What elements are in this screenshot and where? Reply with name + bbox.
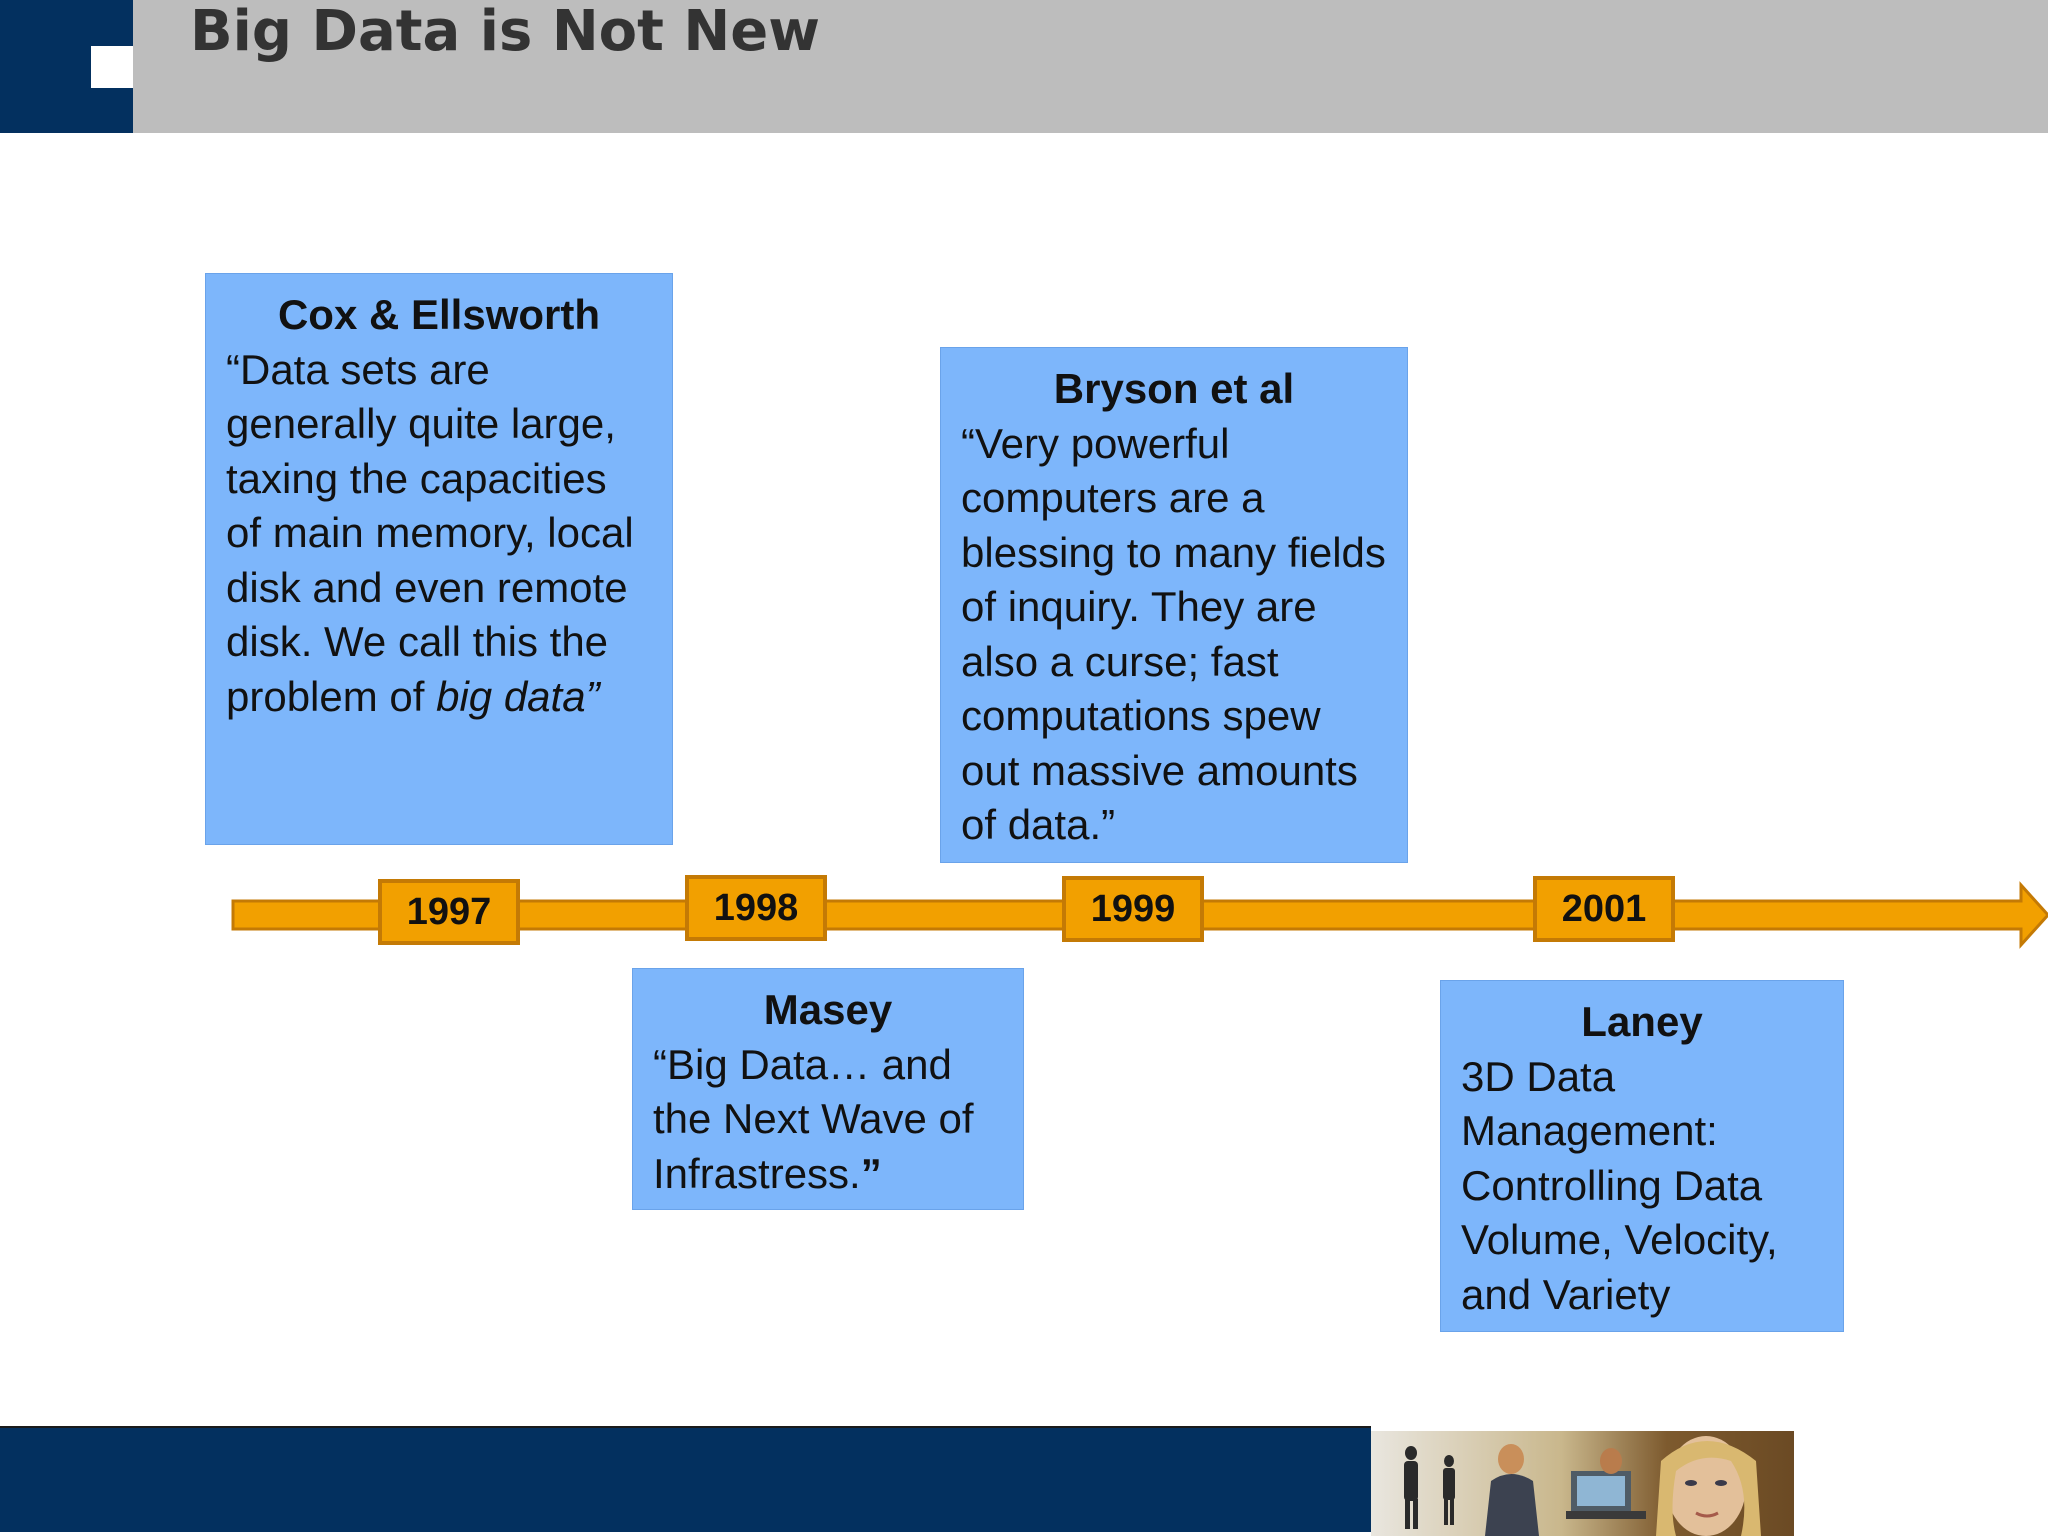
event-author: Bryson et al bbox=[1053, 365, 1295, 412]
event-author: Cox & Ellsworth bbox=[277, 291, 601, 338]
header-logo-block bbox=[0, 0, 133, 133]
year-marker-1998: 1998 bbox=[685, 875, 827, 941]
slide-title: Big Data is Not New bbox=[190, 0, 820, 64]
office-workers-photo-icon bbox=[1371, 1431, 1794, 1536]
event-quote-text: “Data sets are generally quite large, ta… bbox=[226, 345, 634, 720]
event-quote: “Very powerful computers are a blessing … bbox=[961, 419, 1386, 849]
event-quote: 3D Data Management: Controlling Data Vol… bbox=[1461, 1052, 1778, 1318]
event-quote-text: “Big Data… and the Next Wave of Infrastr… bbox=[653, 1040, 974, 1197]
event-masey: Masey “Big Data… and the Next Wave of In… bbox=[632, 968, 1024, 1210]
event-quote-end: ” bbox=[860, 1149, 882, 1197]
footer-bar bbox=[0, 1426, 1371, 1532]
header-bar bbox=[0, 0, 2048, 133]
event-laney: Laney 3D Data Management: Controlling Da… bbox=[1440, 980, 1844, 1332]
header-logo-notch bbox=[91, 46, 133, 88]
year-marker-1997: 1997 bbox=[378, 879, 520, 945]
event-quote: “Big Data… and the Next Wave of Infrastr… bbox=[653, 1038, 1003, 1202]
event-author: Masey bbox=[763, 986, 893, 1033]
event-author: Laney bbox=[1581, 998, 1703, 1045]
year-marker-2001: 2001 bbox=[1533, 876, 1675, 942]
event-cox-ellsworth: Cox & Ellsworth “Data sets are generally… bbox=[205, 273, 673, 845]
event-bryson: Bryson et al “Very powerful computers ar… bbox=[940, 347, 1408, 863]
year-marker-1999: 1999 bbox=[1062, 876, 1204, 942]
event-quote: “Data sets are generally quite large, ta… bbox=[226, 343, 652, 725]
event-quote-emphasis: big data” bbox=[436, 672, 600, 720]
